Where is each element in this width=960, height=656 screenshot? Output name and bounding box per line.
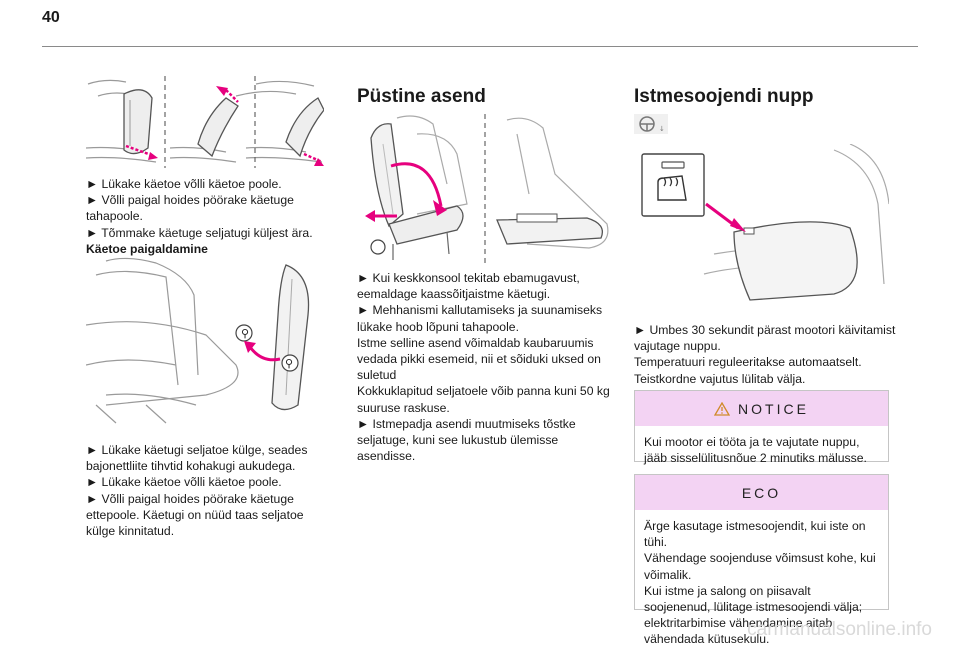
upright-position-illustration [365,114,609,264]
armrest-install-steps: ► Lükake käetugi seljatoe külge, seades … [86,442,331,539]
paragraph: Kokkuklapitud seljatoele võib panna kuni… [357,384,610,415]
eco-box: ECO Ärge kasutage istmesoojendit, kui is… [634,474,889,646]
step: ► Tõmmake käetuge seljatugi küljest ära. [86,225,313,240]
armrest-removal-steps: ► Lükake käetoe võlli käetoe poole. ► Võ… [86,176,326,257]
step: ► Võlli paigal hoides pöörake käetuge ta… [86,193,294,224]
svg-text:⚲: ⚲ [241,327,249,340]
seat-heating-illustration [641,144,889,301]
paragraph: ► Kui keskkonsool tekitab ebamugavust, e… [357,271,580,302]
step: ► Lükake käetugi seljatoe külge, seades … [86,443,308,474]
paragraph: Ärge kasutage istmesoojendit, kui iste o… [644,519,866,550]
paragraph: Kui istme ja salong on piisavalt soojene… [644,583,863,647]
svg-text:⚲: ⚲ [285,357,293,370]
step: ► Lükake käetoe võlli käetoe poole. [86,475,282,490]
armrest-install-subheading: Käetoe paigaldamine [86,241,208,256]
warning-icon [714,401,731,416]
step: ► Võlli paigal hoides pöörake käetuge et… [86,491,304,539]
paragraph: Istme selline asend võimaldab kaubaruumi… [357,335,601,383]
upright-position-text: ► Kui keskkonsool tekitab ebamugavust, e… [357,270,619,464]
eco-title: ECO [741,484,782,501]
watermark: carmanualsonline.info [747,619,932,640]
header-rule [42,46,918,47]
step: ► Lükake käetoe võlli käetoe poole. [86,177,282,191]
section-heading: Püstine asend [357,86,486,107]
paragraph: ► Istmepadja asendi muutmiseks tõstke se… [357,416,576,464]
notice-text: Kui mootor ei tööta ja te vajutate nuppu… [644,435,867,466]
svg-text:↓: ↓ [659,125,665,133]
section-heading: Istmesoojendi nupp [634,86,814,107]
paragraph: Vähendage soojenduse võimsust kohe, kui … [644,551,876,582]
notice-box: NOTICE Kui mootor ei tööta ja te vajutat… [634,390,889,465]
paragraph: Teistkordne vajutus lülitab välja. [634,371,806,386]
paragraph: ► Mehhanismi kallutamiseks ja suunamisek… [357,303,603,334]
notice-title: NOTICE [738,400,809,417]
eco-header: ECO [635,475,888,510]
steering-wheel-icon: ↓ [634,114,668,134]
seat-heating-text: ► Umbes 30 sekundit pärast mootori käivi… [634,322,896,387]
eco-text: Ärge kasutage istmesoojendit, kui iste o… [635,510,888,656]
armrest-install-illustration: ⚲ ⚲ [86,257,310,424]
paragraph: Temperatuuri reguleeritakse automaatselt… [634,355,862,370]
notice-header: NOTICE [635,391,888,426]
paragraph: ► Umbes 30 sekundit pärast mootori käivi… [634,323,896,354]
armrest-removal-illustration [86,76,324,168]
page-number: 40 [42,9,60,26]
